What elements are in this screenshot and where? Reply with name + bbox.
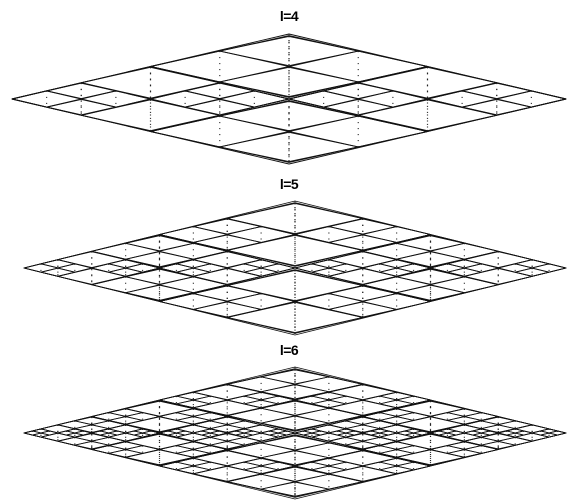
lattice-cell	[92, 264, 126, 272]
lattice-cell	[151, 91, 220, 107]
lattice-cell	[289, 91, 358, 107]
lattice-cell	[24, 264, 58, 272]
lattice-cell	[497, 91, 566, 107]
lattice-cell	[428, 91, 497, 107]
lattice-cell	[324, 83, 393, 98]
lattice-cell	[295, 227, 363, 243]
lattice-cell	[185, 83, 254, 98]
lattice-panel-level-4	[0, 33, 578, 165]
lattice-cell	[220, 91, 289, 107]
lattice-cell	[431, 243, 499, 259]
lattice-cell	[462, 83, 531, 98]
lattice-cell	[58, 264, 92, 272]
panel-label-level-5: l=5	[0, 176, 578, 192]
lattice-cell	[47, 83, 116, 98]
panel-label-level-6: l=6	[0, 342, 578, 358]
lattice-cell	[193, 264, 227, 272]
lattice-cell	[160, 243, 228, 259]
lattice-cell	[92, 277, 160, 293]
lattice-cell	[397, 264, 431, 272]
lattice-group	[24, 201, 566, 335]
lattice-cell	[363, 277, 431, 293]
lattice-cell	[92, 243, 160, 259]
lattice-cell	[227, 227, 295, 243]
lattice-cell	[160, 227, 228, 243]
lattice-cell	[464, 264, 498, 272]
lattice-cell	[363, 227, 431, 243]
lattice-cell	[358, 91, 427, 107]
lattice-cell	[363, 264, 397, 272]
lattice-cell	[227, 264, 261, 272]
lattice-cell	[431, 264, 465, 272]
lattice-group	[12, 34, 566, 164]
lattice-cell	[363, 294, 431, 310]
lattice-cell	[498, 264, 532, 272]
panel-label-level-4: l=4	[0, 8, 578, 24]
lattice-cell	[12, 91, 81, 107]
lattice-cell	[160, 264, 194, 272]
lattice-cell	[431, 277, 499, 293]
lattice-cell	[363, 243, 431, 259]
lattice-cell	[81, 91, 150, 107]
lattice-panel-level-5	[0, 200, 578, 336]
lattice-cell	[329, 264, 363, 272]
lattice-panel-level-6	[0, 366, 578, 500]
lattice-cell	[160, 277, 228, 293]
lattice-cell	[532, 264, 566, 272]
lattice-group	[24, 367, 566, 499]
lattice-cell	[160, 294, 228, 310]
lattice-cell	[151, 51, 290, 82]
lattice-cell	[295, 294, 363, 310]
lattice-cell	[289, 51, 428, 82]
lattice-cell	[289, 116, 428, 147]
lattice-cell	[151, 116, 290, 147]
lattice-cell	[227, 294, 295, 310]
lattice-cell	[126, 264, 160, 272]
